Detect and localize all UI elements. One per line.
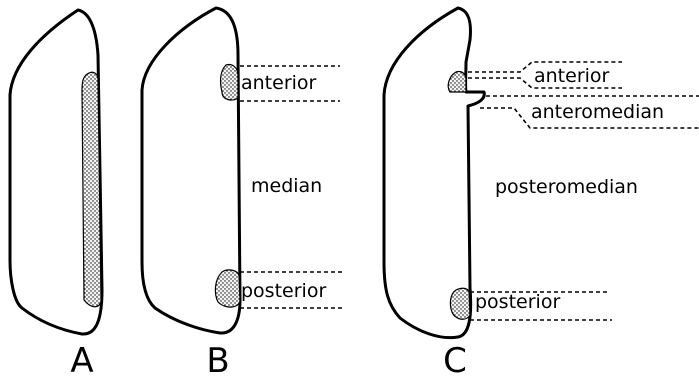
panel-a-letter: A [70,341,93,377]
panel-a-stippled-strip [82,72,101,306]
label-c-anteromedian: anteromedian [531,101,664,123]
panel-c: anterior anteromedian posteromedian post… [384,8,699,377]
panel-b-posterior-area [215,270,240,307]
label-b-median: median [251,175,322,197]
label-c-posterior: posterior [475,291,560,313]
panel-c-posterior-area [450,288,470,319]
panel-c-letter: C [443,341,467,377]
panel-a: A [10,10,102,377]
panel-b: anterior median posterior B [142,8,345,377]
panel-c-anterior-area [448,71,466,92]
panel-b-anterior-area [221,65,238,100]
label-b-posterior: posterior [241,280,326,302]
panel-c-outline [384,8,484,338]
label-c-posteromedian: posteromedian [495,176,638,198]
label-c-anterior: anterior [534,65,610,87]
panel-b-letter: B [206,341,229,377]
label-b-anterior: anterior [241,72,317,94]
